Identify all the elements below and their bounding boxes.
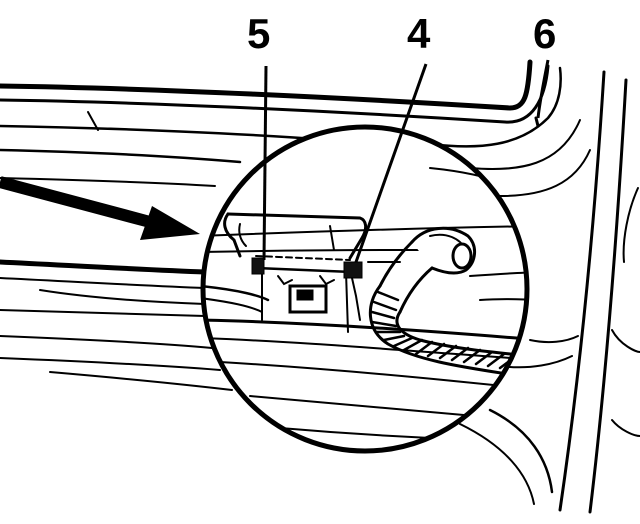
callout-4: 4 — [407, 10, 431, 57]
leader-6 — [536, 59, 550, 119]
leader-5 — [262, 65, 268, 261]
direction-arrow — [0, 176, 200, 240]
callout-5: 5 — [247, 10, 270, 57]
wiring-harness — [368, 226, 525, 378]
detail-view — [200, 124, 530, 454]
callout-labels: 5 4 6 — [247, 10, 556, 57]
detail-circle — [200, 124, 530, 454]
leader-lines — [262, 59, 550, 263]
callout-6: 6 — [533, 10, 556, 57]
leader-4 — [354, 63, 428, 263]
vehicle-body-lines — [0, 59, 640, 514]
